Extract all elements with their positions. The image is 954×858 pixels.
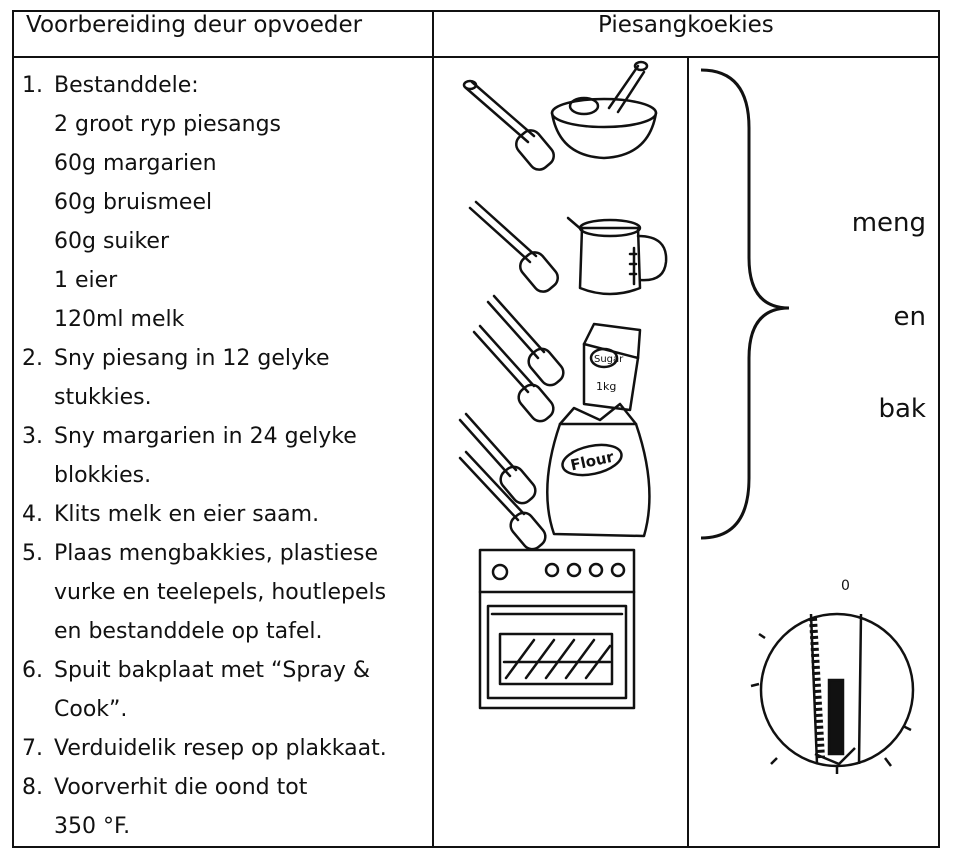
step-text: Spuit bakplaat met “Spray &	[54, 658, 371, 683]
illustration-cell: Sugar 1kg	[431, 56, 689, 848]
measuring-spoon-icon	[468, 200, 559, 293]
measuring-spoons-icon	[458, 412, 547, 551]
step-3: 3. Sny margarien in 24 gelyke blokkies.	[22, 417, 432, 495]
ingredient-item: 2 groot ryp piesangs	[54, 112, 282, 137]
oven-dial-icon: 0	[750, 578, 915, 774]
sugar-weight: 1kg	[596, 380, 616, 393]
measuring-jug-icon	[566, 216, 668, 296]
ingredient-item: 1 eier	[54, 268, 118, 293]
instruction-word-and: en	[893, 302, 926, 332]
kitchen-illustrations: Sugar 1kg	[458, 60, 668, 710]
measuring-spoons-icon	[472, 294, 565, 423]
step-text-continued: blokkies.	[54, 463, 152, 488]
ingredients-list: 2 groot ryp piesangs 60g margarien 60g b…	[22, 105, 432, 339]
header-preparation: Voorbereiding deur opvoeder	[12, 10, 434, 58]
step-8: 8. Voorverhit die oond tot 350 °F.	[22, 768, 432, 846]
ingredient-item: 120ml melk	[54, 307, 185, 332]
step-5: 5. Plaas mengbakkies, plastiese vurke en …	[22, 534, 432, 651]
step-text-continued: en bestanddele op tafel.	[54, 619, 323, 644]
measuring-spoon-icon	[462, 79, 555, 171]
step-number: 3.	[22, 424, 43, 449]
step-text: Sny margarien in 24 gelyke	[54, 424, 357, 449]
header-recipe-title: Piesangkoekies	[431, 10, 941, 58]
step-text: Voorverhit die oond tot	[54, 775, 308, 800]
step-text: Sny piesang in 12 gelyke	[54, 346, 330, 371]
recipe-table: Voorbereiding deur opvoeder Piesangkoeki…	[12, 10, 941, 848]
ingredient-item: 60g margarien	[54, 151, 217, 176]
step-7: 7. Verduidelik resep op plakkaat.	[22, 729, 432, 768]
curly-brace-icon	[700, 68, 789, 540]
step-number: 2.	[22, 346, 43, 371]
steps-cell: 1. Bestanddele: 2 groot ryp piesangs 60g …	[12, 56, 434, 848]
instruction-word-mix: meng	[851, 208, 926, 238]
step-text: Klits melk en eier saam.	[54, 502, 320, 527]
oven-icon	[478, 548, 636, 710]
ingredient-item: 60g bruismeel	[54, 190, 213, 215]
step-number: 5.	[22, 541, 43, 566]
illustrations: Sugar 1kg	[434, 58, 687, 846]
step-1: 1. Bestanddele: 2 groot ryp piesangs 60g …	[22, 66, 432, 339]
steps-list: 1. Bestanddele: 2 groot ryp piesangs 60g …	[14, 58, 432, 846]
sugar-label: Sugar	[594, 354, 624, 365]
step-4: 4. Klits melk en eier saam.	[22, 495, 432, 534]
ingredient-item: 60g suiker	[54, 229, 170, 254]
step-text-continued: stukkies.	[54, 385, 152, 410]
step-text: Verduidelik resep op plakkaat.	[54, 736, 387, 761]
step-text-continued: 350 °F.	[54, 814, 131, 839]
step-text: Plaas mengbakkies, plastiese	[54, 541, 378, 566]
sugar-box-icon: Sugar 1kg	[582, 322, 642, 412]
step-number: 7.	[22, 736, 43, 761]
step-number: 4.	[22, 502, 43, 527]
step-2: 2. Sny piesang in 12 gelyke stukkies.	[22, 339, 432, 417]
step-number: 1.	[22, 73, 43, 98]
step-text-continued: Cook”.	[54, 697, 128, 722]
recipe-sheet: Voorbereiding deur opvoeder Piesangkoeki…	[12, 10, 941, 848]
instructions-cell: meng en bak 0	[686, 56, 941, 848]
step-6: 6. Spuit bakplaat met “Spray & Cook”.	[22, 651, 432, 729]
step-text-continued: vurke en teelepels, houtlepels	[54, 580, 387, 605]
flour-bag-icon: Flour	[545, 402, 651, 538]
step-text: Bestanddele:	[54, 73, 199, 98]
dial-mark: 0	[841, 578, 850, 594]
step-number: 6.	[22, 658, 43, 683]
step-number: 8.	[22, 775, 43, 800]
mixing-bowl-icon	[550, 60, 658, 160]
instruction-word-bake: bak	[878, 394, 927, 424]
